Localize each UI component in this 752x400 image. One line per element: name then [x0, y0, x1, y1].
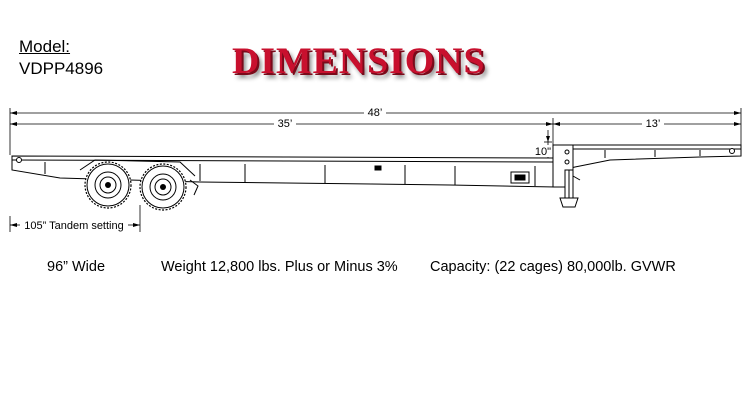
spec-weight: Weight 12,800 lbs. Plus or Minus 3% [161, 259, 398, 275]
wheel-rear-icon [139, 163, 187, 211]
tandem-wheels [84, 161, 199, 211]
spec-capacity: Capacity: (22 cages) 80,000lb. GVWR [430, 259, 676, 275]
mud-flap [189, 179, 199, 196]
upper-deck-length-label: 13’ [646, 118, 661, 130]
overall-length-label: 48’ [368, 107, 383, 119]
dimension-arrows [10, 111, 741, 227]
landing-gear [559, 169, 581, 208]
model-label: Model: [19, 37, 71, 56]
tandem-setting-label: 105” Tandem setting [24, 220, 123, 232]
wheel-front-icon [84, 161, 132, 209]
step-height-label: 10" [535, 146, 551, 158]
page-title: DIMENSIONS [232, 41, 486, 82]
lower-deck-length-label: 35’ [278, 118, 293, 130]
spec-width: 96” Wide [47, 259, 106, 275]
model-number: VDPP4896 [19, 59, 104, 78]
